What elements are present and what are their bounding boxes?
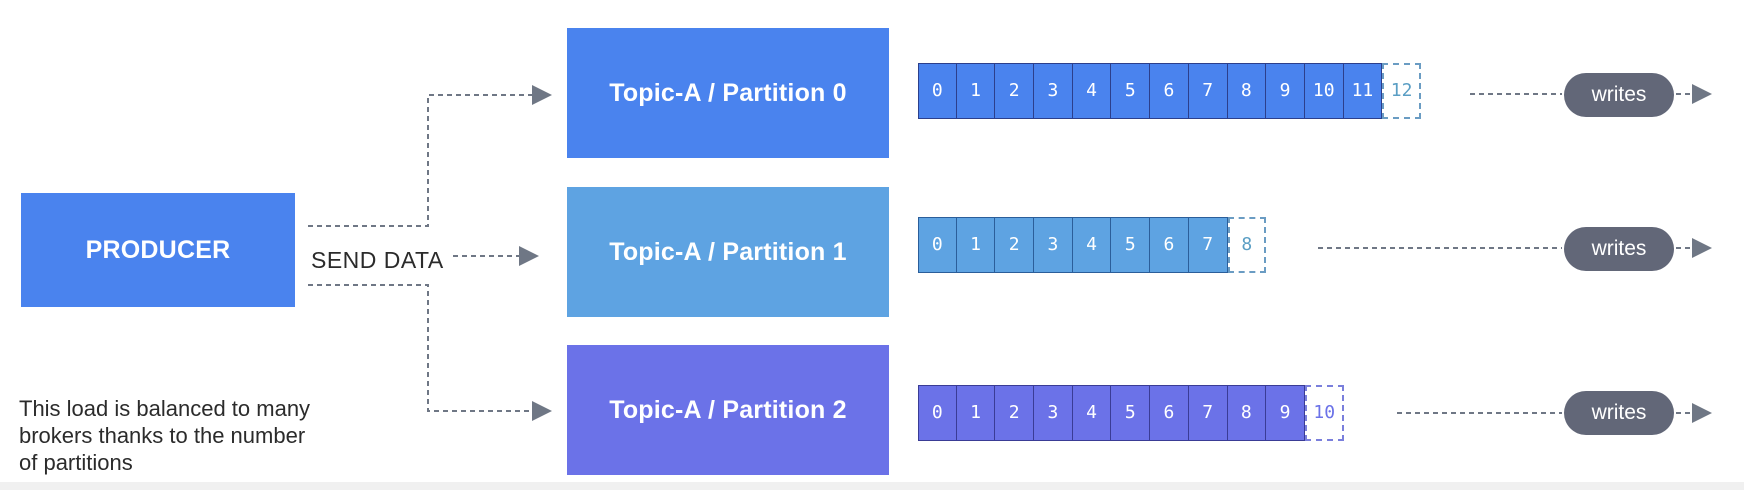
writes-pill-2: writes: [1564, 391, 1674, 435]
offset-cell: 9: [1266, 385, 1305, 441]
offset-cell: 6: [1150, 63, 1189, 119]
offset-cell: 0: [918, 217, 957, 273]
writes-pill-1: writes: [1564, 227, 1674, 271]
offset-cell: 7: [1188, 217, 1228, 273]
offset-cell: 8: [1227, 63, 1267, 119]
offset-cell: 0: [918, 63, 957, 119]
offset-cell: 2: [995, 385, 1035, 441]
offset-cell: 9: [1266, 63, 1305, 119]
topic-partition-0-label: Topic-A / Partition 0: [609, 78, 847, 107]
offset-cell: 2: [995, 217, 1035, 273]
offset-cell: 4: [1072, 217, 1112, 273]
arrow-to-partition-2: [308, 284, 552, 421]
offset-cell: 4: [1072, 63, 1112, 119]
offset-cell: 0: [918, 385, 957, 441]
balance-note: This load is balanced to many brokers th…: [19, 396, 311, 475]
offset-cell: 3: [1034, 63, 1073, 119]
bottom-strip: [0, 482, 1744, 490]
topic-partition-1-label: Topic-A / Partition 1: [609, 237, 847, 266]
offset-cell: 5: [1111, 63, 1151, 119]
topic-partition-0-box: Topic-A / Partition 0: [567, 28, 889, 158]
arrow-to-partition-0: [308, 85, 552, 227]
producer-box: PRODUCER: [21, 193, 295, 307]
offset-cell: 7: [1188, 63, 1228, 119]
offset-cell: 2: [995, 63, 1035, 119]
offset-cell: 7: [1188, 385, 1228, 441]
offset-cell: 6: [1150, 385, 1189, 441]
offset-cell: 1: [956, 385, 996, 441]
topic-partition-2-label: Topic-A / Partition 2: [609, 395, 847, 424]
pending-offset-cell: 8: [1227, 217, 1267, 273]
producer-label: PRODUCER: [85, 235, 231, 264]
offset-cell: 5: [1111, 385, 1151, 441]
writes-label-0: writes: [1591, 83, 1647, 106]
offset-cell: 5: [1111, 217, 1151, 273]
offset-cell: 6: [1150, 217, 1189, 273]
offset-cell: 3: [1034, 217, 1073, 273]
topic-partition-1-box: Topic-A / Partition 1: [567, 187, 889, 317]
offset-cell: 1: [956, 217, 996, 273]
writes-label-1: writes: [1591, 237, 1647, 260]
topic-partition-2-box: Topic-A / Partition 2: [567, 345, 889, 475]
send-data-label: SEND DATA: [311, 247, 444, 273]
writes-label-2: writes: [1591, 401, 1647, 424]
offset-cell: 3: [1034, 385, 1073, 441]
writes-pill-0: writes: [1564, 73, 1674, 117]
offset-cell: 8: [1227, 385, 1267, 441]
offset-cell: 4: [1072, 385, 1112, 441]
offset-cell: 1: [956, 63, 996, 119]
